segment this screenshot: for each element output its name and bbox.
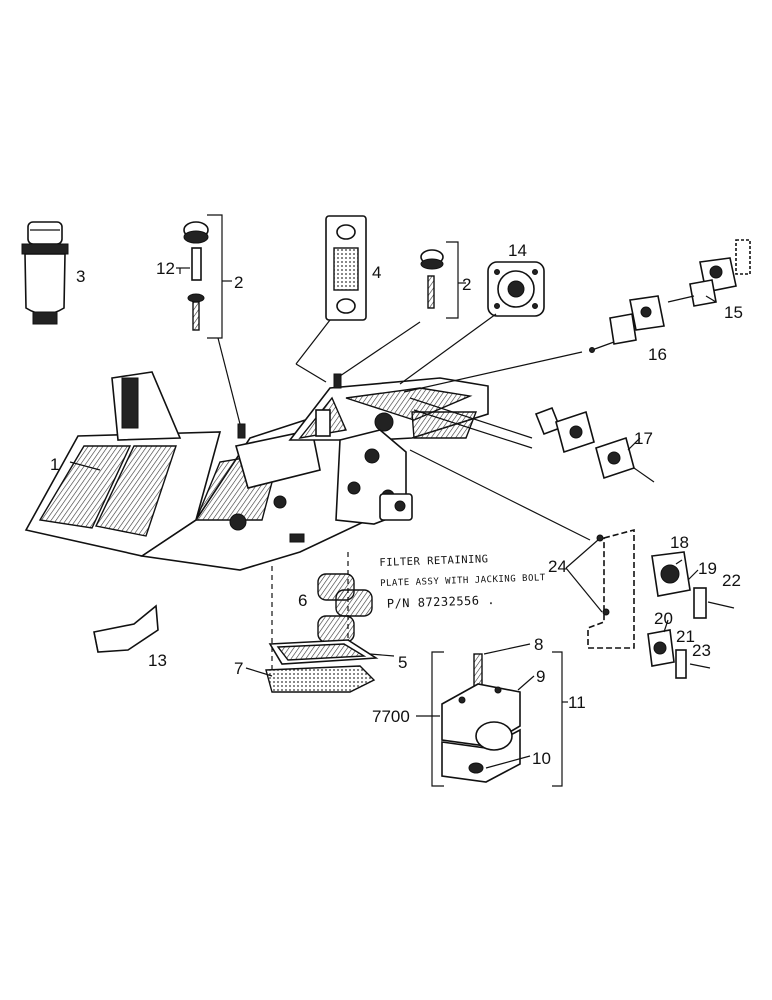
plate-part-21 bbox=[675, 649, 687, 679]
callout-14: 14 bbox=[508, 241, 527, 260]
bracket-part-13 bbox=[93, 604, 159, 653]
retaining-plate-part-7 bbox=[265, 665, 376, 693]
callout-19: 19 bbox=[698, 559, 717, 578]
callout-10: 10 bbox=[532, 749, 551, 768]
callout-labels: 1 2 2 3 4 5 6 7 8 9 10 11 12 13 14 15 16… bbox=[50, 241, 743, 768]
bracket-part-20 bbox=[647, 629, 675, 667]
callout-7700: 7700 bbox=[372, 707, 410, 726]
callout-2-left: 2 bbox=[234, 273, 243, 292]
clamp-part-15 bbox=[667, 239, 751, 307]
callout-12: 12 bbox=[156, 259, 175, 278]
bolt-part-23 bbox=[689, 663, 711, 669]
clamp-block-assembly-part-11 bbox=[431, 651, 568, 787]
callout-1: 1 bbox=[50, 455, 59, 474]
callout-2-right: 2 bbox=[462, 275, 471, 294]
callout-16: 16 bbox=[648, 345, 667, 364]
note-line-3: P/N 87232556 . bbox=[387, 593, 496, 611]
leader-lines bbox=[69, 295, 717, 769]
filter-canister-part-3 bbox=[21, 221, 69, 325]
callout-5: 5 bbox=[398, 653, 407, 672]
bolt-part-22 bbox=[707, 601, 735, 609]
plate-part-19 bbox=[693, 587, 707, 619]
flange-part-14 bbox=[487, 261, 545, 317]
clamp-part-16 bbox=[589, 295, 665, 353]
note-line-1: FILTER RETAINING bbox=[379, 553, 489, 569]
bolt-and-cap-part-2-left bbox=[176, 214, 232, 339]
callout-13: 13 bbox=[148, 651, 167, 670]
callout-6: 6 bbox=[298, 591, 307, 610]
callout-18: 18 bbox=[670, 533, 689, 552]
callout-7: 7 bbox=[234, 659, 243, 678]
callout-21: 21 bbox=[676, 627, 695, 646]
callout-24: 24 bbox=[548, 557, 567, 576]
callout-3: 3 bbox=[76, 267, 85, 286]
callout-15: 15 bbox=[724, 303, 743, 322]
clamp-part-17 bbox=[534, 406, 655, 483]
mounting-block-part-24 bbox=[587, 528, 635, 649]
plate-part-4 bbox=[325, 215, 367, 321]
filters-part-6 bbox=[271, 552, 373, 672]
callout-8: 8 bbox=[534, 635, 543, 654]
gasket-part-5 bbox=[268, 639, 379, 665]
callout-11: 11 bbox=[568, 693, 586, 712]
note-line-2: PLATE ASSY WITH JACKING BOLT bbox=[380, 573, 546, 589]
main-frame-part-1 bbox=[24, 371, 489, 571]
callout-23: 23 bbox=[692, 641, 711, 660]
callout-20: 20 bbox=[654, 609, 673, 628]
callout-9: 9 bbox=[536, 667, 545, 686]
callout-22: 22 bbox=[722, 571, 741, 590]
callout-4: 4 bbox=[372, 263, 381, 282]
bracket-part-18 bbox=[651, 551, 691, 597]
handwritten-note: FILTER RETAINING PLATE ASSY WITH JACKING… bbox=[379, 553, 546, 611]
bolt-and-cap-part-2-right bbox=[420, 241, 466, 319]
callout-17: 17 bbox=[634, 429, 653, 448]
